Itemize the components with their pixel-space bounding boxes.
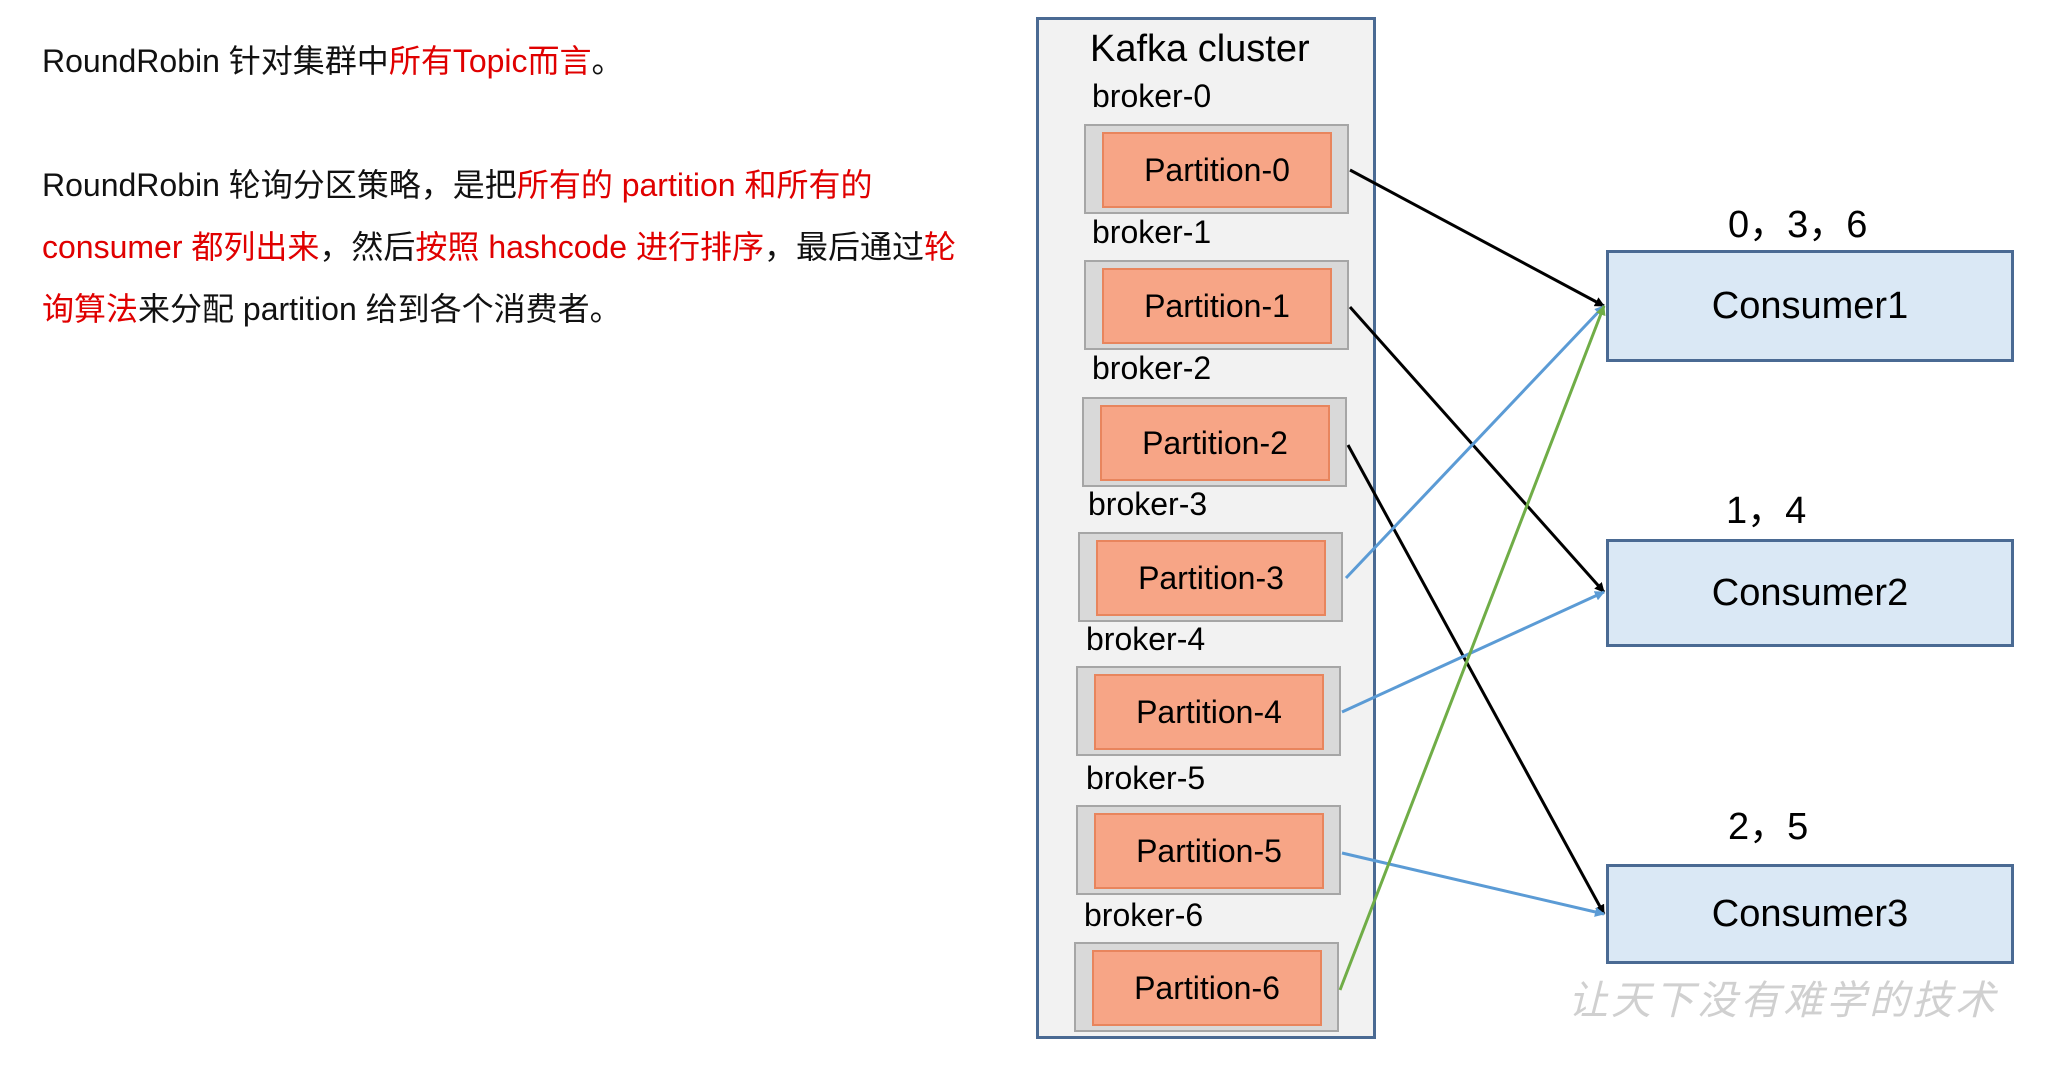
consumer2-label: Consumer2 bbox=[1711, 571, 1909, 614]
partition-label: Partition-1 bbox=[1102, 268, 1332, 344]
arrow-p1-consumer2 bbox=[1348, 306, 1606, 593]
consumer2-box: Consumer2 bbox=[1606, 539, 2014, 647]
watermark: 让天下没有难学的技术 bbox=[1568, 978, 1998, 1024]
broker-label: broker-3 bbox=[1088, 486, 1208, 522]
description-text: RoundRobin 针对集群中所有Topic而言。 RoundRobin 轮询… bbox=[42, 30, 962, 340]
description-paragraph-2: RoundRobin 轮询分区策略，是把所有的 partition 和所有的 c… bbox=[42, 167, 957, 327]
partition-box: Partition-4 bbox=[1076, 666, 1341, 756]
cluster-title: Kafka cluster bbox=[1090, 28, 1310, 70]
partition-label: Partition-5 bbox=[1094, 813, 1324, 889]
consumer3-box: Consumer3 bbox=[1606, 864, 2014, 964]
broker-label: broker-6 bbox=[1084, 897, 1204, 933]
broker-label: broker-2 bbox=[1092, 350, 1212, 386]
partition-box: Partition-3 bbox=[1078, 532, 1343, 622]
partition-box: Partition-6 bbox=[1074, 942, 1339, 1032]
arrow-p0-consumer1 bbox=[1349, 168, 1605, 308]
consumer2-assigned-partitions: 1，4 bbox=[1726, 490, 1807, 532]
consumer1-assigned-partitions: 0，3，6 bbox=[1728, 204, 1868, 246]
partition-box: Partition-1 bbox=[1084, 260, 1349, 350]
consumer1-box: Consumer1 bbox=[1606, 250, 2014, 362]
broker-label: broker-1 bbox=[1092, 214, 1212, 250]
partition-box: Partition-2 bbox=[1082, 397, 1347, 487]
arrow-p5-consumer3 bbox=[1341, 851, 1605, 917]
partition-label: Partition-2 bbox=[1100, 405, 1330, 481]
description-line-1: RoundRobin 针对集群中所有Topic而言。 bbox=[42, 43, 624, 79]
consumer1-label: Consumer1 bbox=[1711, 284, 1909, 327]
partition-box: Partition-5 bbox=[1076, 805, 1341, 895]
arrow-p2-consumer3 bbox=[1346, 444, 1606, 915]
consumer3-assigned-partitions: 2，5 bbox=[1728, 806, 1809, 848]
partition-box: Partition-0 bbox=[1084, 124, 1349, 214]
partition-label: Partition-4 bbox=[1094, 674, 1324, 750]
partition-label: Partition-0 bbox=[1102, 132, 1332, 208]
arrow-p3-consumer1 bbox=[1344, 304, 1606, 580]
consumer3-label: Consumer3 bbox=[1711, 892, 1909, 935]
highlight-all-topics: 所有Topic而言 bbox=[388, 43, 592, 79]
arrow-p4-consumer2 bbox=[1341, 590, 1605, 714]
arrow-p6-consumer1 bbox=[1338, 305, 1606, 991]
partition-label: Partition-3 bbox=[1096, 540, 1326, 616]
broker-label: broker-4 bbox=[1086, 621, 1206, 657]
partition-label: Partition-6 bbox=[1092, 950, 1322, 1026]
broker-label: broker-0 bbox=[1092, 78, 1212, 114]
broker-label: broker-5 bbox=[1086, 760, 1206, 796]
